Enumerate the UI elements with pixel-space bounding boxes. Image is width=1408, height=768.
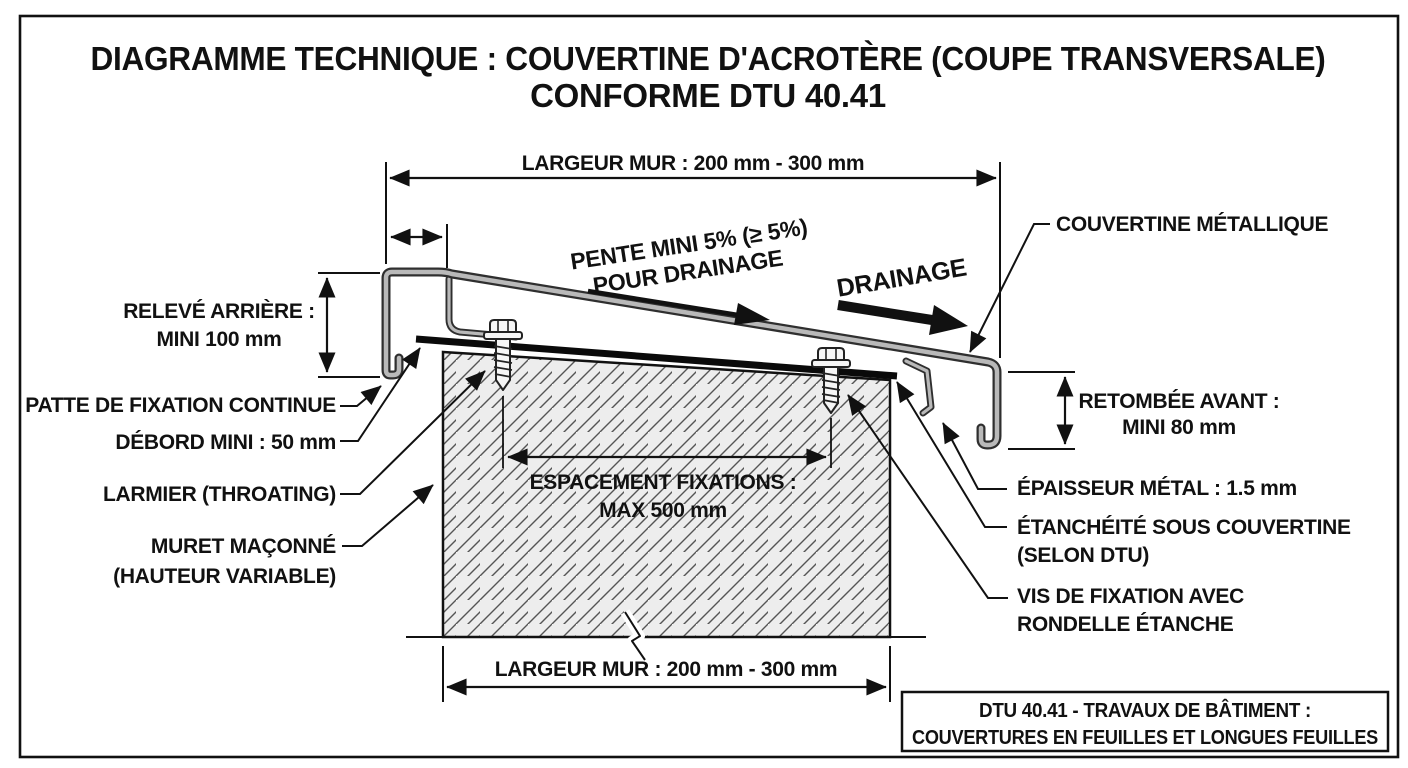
fixing-screw-left bbox=[483, 319, 523, 391]
dimension-rear-upstand: RELEVÉ ARRIÈRE : MINI 100 mm bbox=[123, 272, 380, 378]
footer-line2: COUVERTURES EN FEUILLES ET LONGUES FEUIL… bbox=[912, 727, 1378, 749]
callout-etancheite-l2: (SELON DTU) bbox=[1017, 544, 1149, 567]
callout-vis-l2: RONDELLE ÉTANCHE bbox=[1017, 613, 1234, 636]
front-clip bbox=[902, 357, 935, 417]
dim-label-retombee-l2: MINI 80 mm bbox=[1122, 416, 1236, 439]
callout-epaisseur: ÉPAISSEUR MÉTAL : 1.5 mm bbox=[1017, 477, 1297, 500]
callouts-left: PATTE DE FIXATION CONTINUE DÉBORD MINI :… bbox=[25, 347, 486, 588]
dim-label-retombee-l1: RETOMBÉE AVANT : bbox=[1079, 390, 1280, 413]
dim-label-releve-l1: RELEVÉ ARRIÈRE : bbox=[123, 300, 315, 323]
callout-vis-l1: VIS DE FIXATION AVEC bbox=[1017, 585, 1244, 608]
dimension-top-width: LARGEUR MUR : 200 mm - 300 mm bbox=[385, 152, 1001, 358]
footer-reference-box: DTU 40.41 - TRAVAUX DE BÂTIMENT : COUVER… bbox=[900, 690, 1390, 753]
fixing-cleat bbox=[445, 275, 520, 341]
drainage-arrow bbox=[837, 300, 968, 335]
callout-patte: PATTE DE FIXATION CONTINUE bbox=[25, 394, 336, 417]
dimension-bottom-width: LARGEUR MUR : 200 mm - 300 mm bbox=[442, 646, 891, 702]
callout-larmier: LARMIER (THROATING) bbox=[103, 483, 336, 506]
coping-profile bbox=[381, 267, 1002, 450]
dim-label-releve-l2: MINI 100 mm bbox=[156, 328, 281, 351]
callout-debord: DÉBORD MINI : 50 mm bbox=[115, 431, 336, 454]
drainage-label: DRAINAGE bbox=[835, 253, 969, 302]
callout-muret-l2: (HAUTEUR VARIABLE) bbox=[113, 565, 336, 588]
dimension-screw-spacing: ESPACEMENT FIXATIONS : MAX 500 mm bbox=[502, 396, 832, 522]
slope-arrow bbox=[587, 288, 770, 325]
dimension-overhang bbox=[390, 224, 448, 268]
slope-annotation: PENTE MINI 5% (≥ 5%) POUR DRAINAGE bbox=[569, 214, 809, 299]
callout-couvertine: COUVERTINE MÉTALLIQUE bbox=[1056, 213, 1328, 236]
callout-etancheite-l1: ÉTANCHÉITÉ SOUS COUVERTINE bbox=[1017, 516, 1351, 539]
break-mark bbox=[620, 609, 650, 663]
page-border bbox=[18, 14, 1400, 759]
dim-label-espacement-l1: ESPACEMENT FIXATIONS : bbox=[530, 471, 797, 494]
dim-label-bottom-width: LARGEUR MUR : 200 mm - 300 mm bbox=[495, 658, 838, 681]
fixing-screw-right bbox=[811, 347, 851, 414]
footer-line1: DTU 40.41 - TRAVAUX DE BÂTIMENT : bbox=[979, 698, 1311, 722]
page-title-line1: DIAGRAMME TECHNIQUE : COUVERTINE D'ACROT… bbox=[91, 40, 1326, 77]
callouts-right: COUVERTINE MÉTALLIQUE ÉPAISSEUR MÉTAL : … bbox=[847, 213, 1351, 636]
page-title-line2: CONFORME DTU 40.41 bbox=[530, 77, 886, 114]
callout-muret-l1: MURET MAÇONNÉ bbox=[151, 535, 336, 558]
drainage-annotation: DRAINAGE bbox=[835, 253, 969, 302]
dim-label-espacement-l2: MAX 500 mm bbox=[599, 499, 727, 522]
dimension-front-drop: RETOMBÉE AVANT : MINI 80 mm bbox=[1008, 371, 1280, 450]
dim-label-top-width: LARGEUR MUR : 200 mm - 300 mm bbox=[522, 152, 865, 175]
